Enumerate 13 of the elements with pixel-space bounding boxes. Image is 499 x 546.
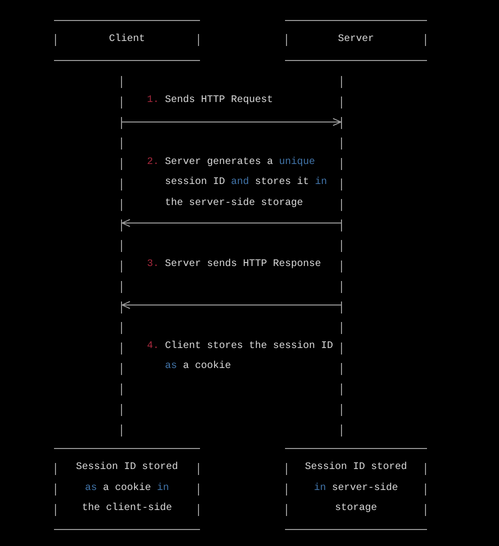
storage-note-text: Session ID stored in server-side storage bbox=[304, 460, 408, 516]
storage-note-box bbox=[54, 448, 200, 530]
participant-name: Client bbox=[108, 32, 145, 48]
storage-note-text: Session ID stored as a cookie in the client-side bbox=[75, 460, 179, 516]
lifeline bbox=[341, 76, 342, 436]
message-arrow bbox=[122, 301, 342, 309]
message-arrow bbox=[122, 219, 342, 227]
participant-box bbox=[285, 20, 427, 61]
lifeline bbox=[121, 76, 122, 436]
participant-box bbox=[54, 20, 200, 61]
message-arrow bbox=[122, 118, 342, 126]
storage-note-box bbox=[285, 448, 427, 530]
participant-name: Server bbox=[338, 33, 374, 48]
